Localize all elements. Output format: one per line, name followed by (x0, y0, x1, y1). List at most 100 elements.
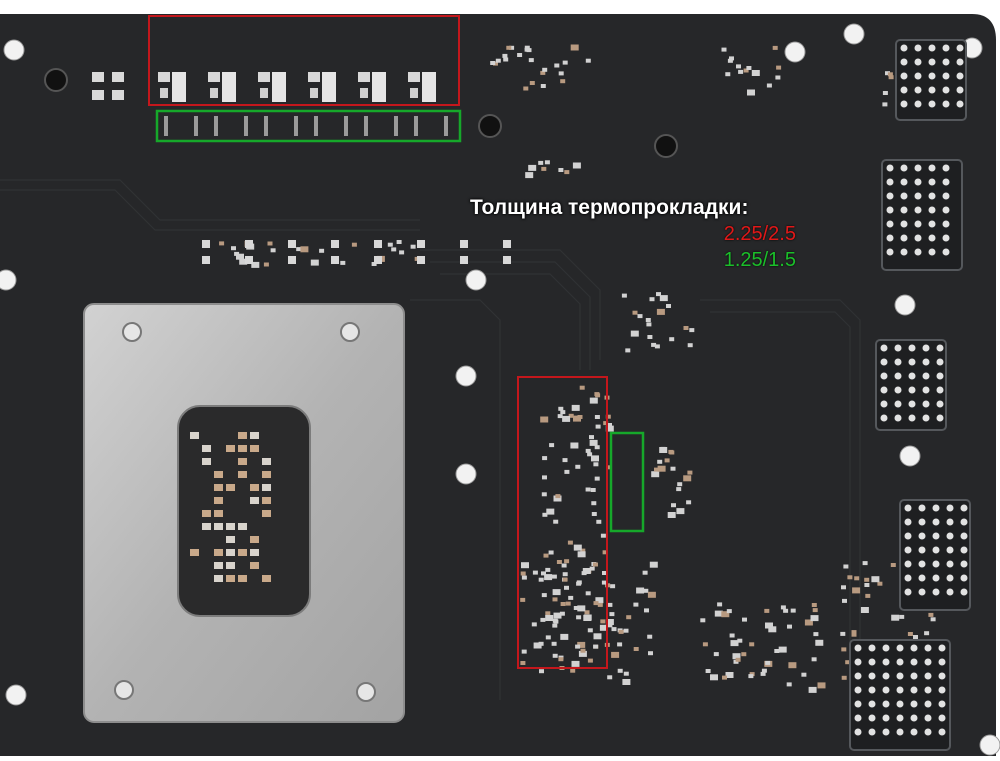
smd-part (732, 653, 741, 660)
smd-part (560, 79, 566, 84)
smd-part (659, 295, 668, 302)
cpu-capacitor (262, 510, 271, 517)
io-pin (908, 386, 916, 394)
smd-part (541, 492, 547, 497)
io-pin (854, 644, 862, 652)
smd-part (580, 548, 586, 553)
smd-part (548, 550, 554, 555)
choke-pad (208, 72, 220, 82)
smd-part (545, 567, 551, 572)
io-pin (932, 560, 940, 568)
io-pin (936, 358, 944, 366)
smd-part (267, 241, 273, 246)
smd-part (774, 649, 780, 653)
choke-pad (410, 88, 418, 98)
io-pin (938, 686, 946, 694)
smd-part (572, 162, 581, 169)
smd-part (587, 628, 593, 633)
mounting-hole (465, 269, 487, 291)
io-pin (904, 532, 912, 540)
smd-part (764, 608, 770, 613)
smd-part (656, 308, 665, 315)
via-pad (374, 256, 382, 264)
smd-part (591, 501, 597, 506)
io-pin (946, 546, 954, 554)
smd-part (617, 668, 623, 673)
io-pin (882, 728, 890, 736)
smd-part (618, 629, 624, 634)
io-pin (880, 400, 888, 408)
smd-part (540, 70, 546, 75)
smd-part (540, 84, 546, 88)
smd-part (801, 672, 807, 677)
io-pin (886, 220, 894, 228)
smd-part (751, 70, 760, 76)
standoff (478, 114, 502, 138)
io-pin (882, 672, 890, 680)
mosfet-pin (414, 116, 418, 136)
cpu-capacitor (214, 510, 223, 517)
smd-part (877, 581, 883, 586)
io-pin (960, 588, 968, 596)
io-pin (904, 574, 912, 582)
smd-part (812, 608, 818, 613)
choke-pad (422, 72, 436, 102)
pcb-traces (0, 179, 861, 740)
smd-part (239, 258, 248, 265)
smd-part (542, 475, 547, 480)
smd-part (545, 611, 551, 616)
smd-part (517, 53, 523, 57)
smd-part (553, 612, 562, 619)
smd-part (564, 469, 570, 474)
smd-part (529, 81, 535, 85)
smd-part (725, 672, 734, 678)
smd-part (562, 458, 568, 463)
io-pin (880, 358, 888, 366)
smd-part (590, 488, 596, 492)
io-pin (918, 546, 926, 554)
cpu-capacitor (238, 549, 247, 556)
io-pin (908, 344, 916, 352)
smd-part (899, 614, 905, 619)
io-pin (904, 546, 912, 554)
smd-part (558, 71, 564, 76)
io-pin (910, 714, 918, 722)
via-pad (460, 240, 468, 248)
smd-part (657, 465, 666, 472)
io-pin (918, 504, 926, 512)
smd-part (528, 164, 537, 171)
smd-part (705, 669, 711, 673)
io-pin (886, 192, 894, 200)
io-pin (910, 644, 918, 652)
io-pin (942, 58, 950, 66)
io-pin (894, 372, 902, 380)
smd-part (646, 322, 652, 327)
smd-part (924, 631, 930, 636)
mounting-hole (3, 39, 25, 61)
smd-part (578, 650, 587, 657)
smd-part (573, 544, 582, 551)
cpu-capacitor (262, 471, 271, 478)
smd-part (746, 66, 752, 70)
io-pin (924, 728, 932, 736)
smd-part (521, 575, 527, 580)
smd-part (319, 248, 325, 253)
io-pin (924, 672, 932, 680)
smd-part (575, 464, 581, 469)
smd-part (605, 414, 611, 419)
thermal-pad-red-side (517, 376, 608, 669)
smd-part (885, 71, 890, 76)
io-pin (914, 44, 922, 52)
smd-part (811, 616, 817, 621)
smd-part (722, 675, 727, 680)
io-pin (894, 358, 902, 366)
smd-part (841, 647, 847, 652)
io-pin (918, 532, 926, 540)
io-pin (928, 164, 936, 172)
io-pin (924, 658, 932, 666)
legend-entry-red: 2.25/2.5 (723, 223, 796, 245)
smd-part (840, 631, 846, 636)
smd-part (611, 627, 617, 632)
io-pin (886, 178, 894, 186)
io-pin (928, 206, 936, 214)
